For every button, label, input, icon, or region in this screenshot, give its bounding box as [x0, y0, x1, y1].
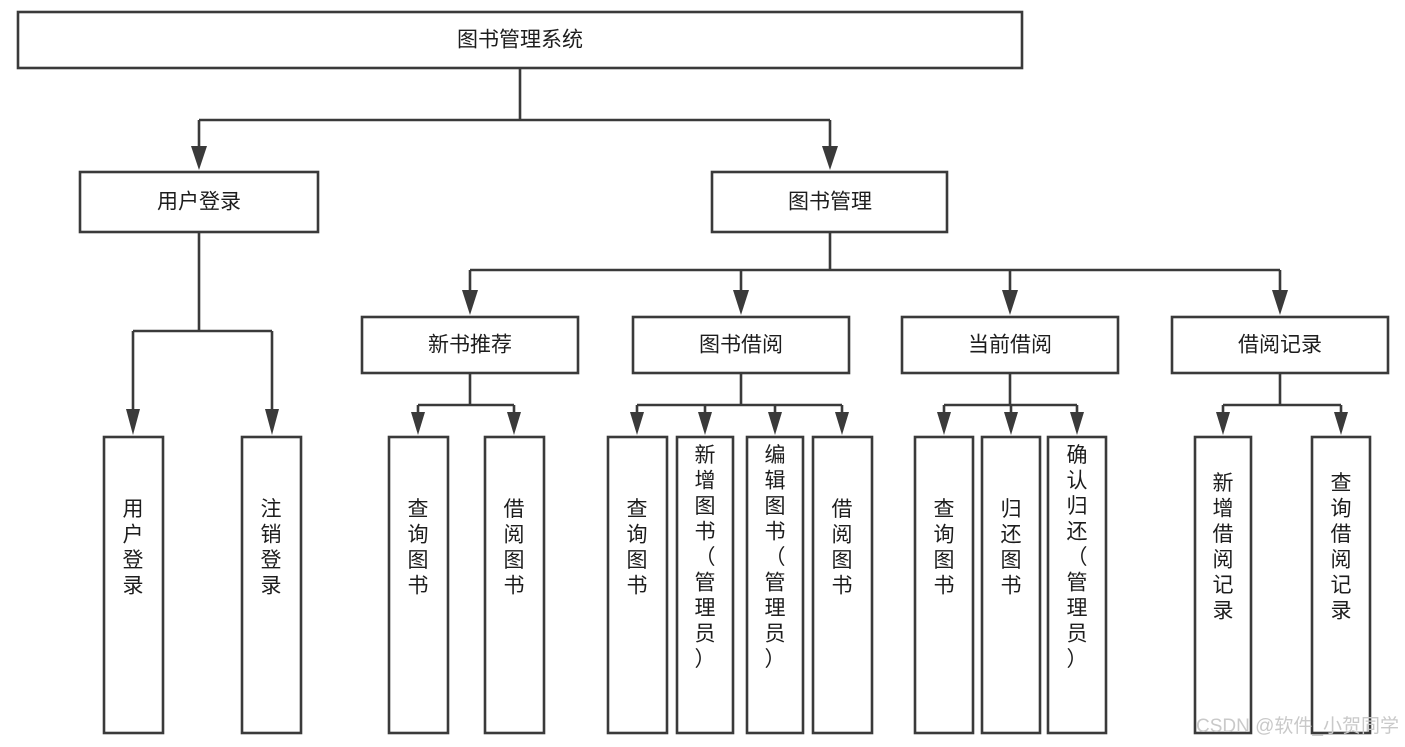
arrow-head-book-manage [822, 146, 838, 170]
node-leaf-query-book-rec-label: 查询图书 [408, 498, 429, 598]
arrow-head-new-book-rec [462, 290, 478, 315]
arrow-head-leaf-return-book [1004, 412, 1018, 435]
node-leaf-borrow-book-box[interactable] [811, 435, 874, 735]
node-new-book-rec-label: 新书推荐 [428, 334, 512, 357]
node-leaf-add-book-box[interactable] [675, 435, 735, 735]
node-book-manage-label: 图书管理 [788, 191, 872, 214]
node-leaf-user-logout-box[interactable] [240, 435, 303, 735]
node-leaf-user-login-label: 用户登录 [123, 498, 144, 598]
node-leaf-user-logout-label: 注销登录 [261, 498, 282, 598]
node-leaf-add-record-box[interactable] [1193, 435, 1253, 735]
arrow-head-leaf-add-record [1216, 412, 1230, 435]
node-leaf-user-login-box[interactable] [102, 435, 165, 735]
node-leaf-query-book-cur-box[interactable] [913, 435, 975, 735]
arrow-head-leaf-query-record [1334, 412, 1348, 435]
node-new-book-rec[interactable]: 新书推荐 [360, 315, 580, 375]
node-new-book-rec-box[interactable] [360, 315, 580, 375]
node-leaf-confirm-return-box[interactable] [1046, 435, 1108, 735]
arrow-head-leaf-confirm-return [1070, 412, 1084, 435]
node-leaf-edit-book[interactable]: 编辑图书（管理员） [745, 435, 805, 735]
node-leaf-query-book-rec[interactable]: 查询图书 [387, 435, 450, 735]
node-book-manage-box[interactable] [710, 170, 949, 234]
node-root[interactable]: 图书管理系统 [16, 10, 1024, 70]
node-leaf-query-book-cur-label: 查询图书 [934, 498, 955, 598]
arrow-head-leaf-borrow-book [835, 412, 849, 435]
node-book-manage[interactable]: 图书管理 [710, 170, 949, 234]
node-borrow-record-box[interactable] [1170, 315, 1390, 375]
arrow-head-book-borrow [733, 290, 749, 315]
node-leaf-borrow-book-rec-box[interactable] [483, 435, 546, 735]
node-leaf-query-record[interactable]: 查询借阅记录 [1310, 435, 1372, 735]
node-leaf-query-book-label: 查询图书 [627, 498, 648, 598]
node-leaf-query-book-box[interactable] [606, 435, 669, 735]
node-user-login[interactable]: 用户登录 [78, 170, 320, 234]
node-leaf-add-record[interactable]: 新增借阅记录 [1193, 435, 1253, 735]
arrow-head-leaf-borrow-book-rec [507, 412, 521, 435]
arrow-head-borrow-record [1272, 290, 1288, 315]
arrow-head-user-login [191, 146, 207, 170]
node-leaf-add-book[interactable]: 新增图书（管理员） [675, 435, 735, 735]
node-leaf-user-logout[interactable]: 注销登录 [240, 435, 303, 735]
node-book-borrow-label: 图书借阅 [699, 334, 783, 357]
node-borrow-record[interactable]: 借阅记录 [1170, 315, 1390, 375]
node-leaf-edit-book-box[interactable] [745, 435, 805, 735]
node-leaf-query-book-cur[interactable]: 查询图书 [913, 435, 975, 735]
node-leaf-query-book-rec-box[interactable] [387, 435, 450, 735]
arrow-head-leaf-query-book-rec [411, 412, 425, 435]
node-leaf-borrow-book[interactable]: 借阅图书 [811, 435, 874, 735]
node-leaf-query-record-box[interactable] [1310, 435, 1372, 735]
node-root-label: 图书管理系统 [457, 29, 583, 52]
node-leaf-borrow-book-label: 借阅图书 [832, 498, 853, 598]
node-leaf-add-book-label: 新增图书（管理员） [695, 444, 716, 671]
node-user-login-label: 用户登录 [157, 191, 241, 214]
node-current-borrow-label: 当前借阅 [968, 334, 1052, 357]
node-current-borrow[interactable]: 当前借阅 [900, 315, 1120, 375]
arrow-head-leaf-user-login [126, 409, 140, 435]
node-leaf-confirm-return-label: 确认归还（管理员） [1067, 444, 1088, 671]
node-book-borrow-box[interactable] [631, 315, 851, 375]
arrow-head-leaf-user-logout [265, 409, 279, 435]
arrow-head-leaf-edit-book [768, 412, 782, 435]
node-leaf-borrow-book-rec[interactable]: 借阅图书 [483, 435, 546, 735]
watermark-label: CSDN @软件_小贺同学 [1196, 715, 1399, 737]
node-leaf-query-book[interactable]: 查询图书 [606, 435, 669, 735]
connector-layer [126, 68, 1348, 435]
node-current-borrow-box[interactable] [900, 315, 1120, 375]
node-root-box[interactable] [16, 10, 1024, 70]
node-book-borrow[interactable]: 图书借阅 [631, 315, 851, 375]
node-leaf-confirm-return[interactable]: 确认归还（管理员） [1046, 435, 1108, 735]
node-leaf-return-book-box[interactable] [980, 435, 1042, 735]
arrow-head-leaf-add-book [698, 412, 712, 435]
node-user-login-box[interactable] [78, 170, 320, 234]
arrow-head-leaf-query-book [630, 412, 644, 435]
arrow-head-leaf-query-book-cur [937, 412, 951, 435]
node-leaf-user-login[interactable]: 用户登录 [102, 435, 165, 735]
node-leaf-borrow-book-rec-label: 借阅图书 [504, 498, 525, 598]
node-leaf-return-book[interactable]: 归还图书 [980, 435, 1042, 735]
node-leaf-query-record-label: 查询借阅记录 [1331, 472, 1352, 623]
arrow-head-current-borrow [1002, 290, 1018, 315]
node-leaf-add-record-label: 新增借阅记录 [1213, 472, 1234, 623]
node-borrow-record-label: 借阅记录 [1238, 334, 1322, 357]
node-leaf-return-book-label: 归还图书 [1001, 498, 1022, 598]
node-leaf-edit-book-label: 编辑图书（管理员） [765, 444, 786, 671]
